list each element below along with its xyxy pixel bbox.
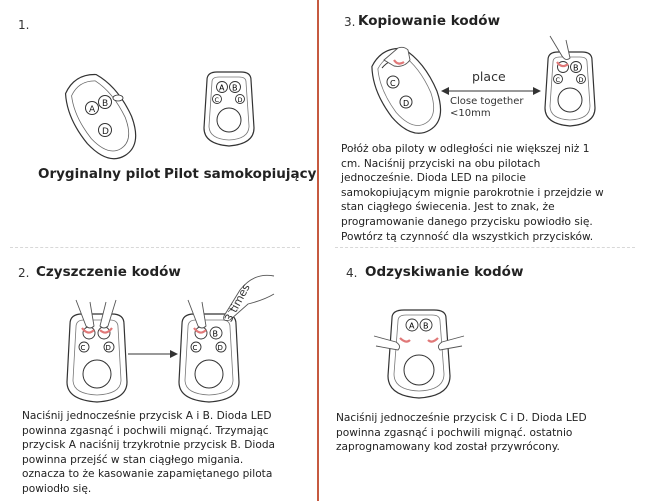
section4-number: 4.	[346, 266, 358, 280]
original-remote-label: Oryginalny pilot	[38, 166, 161, 182]
copy-remote-image: A B C D	[203, 71, 255, 147]
svg-text:B: B	[573, 64, 579, 73]
original-remote-image: A B D	[64, 73, 137, 160]
vertical-divider	[317, 0, 319, 501]
horizontal-divider-left	[10, 247, 300, 248]
section3-text-line: stan ciągłego świecenia. Jest to znak, ż…	[341, 201, 555, 214]
section2-title: Czyszczenie kodów	[36, 264, 181, 280]
copy-remote-label: Pilot samokopiujący	[164, 166, 317, 182]
svg-text:D: D	[403, 99, 409, 108]
section3-text-line: samokopiującym mignie parokrotnie i prze…	[341, 186, 604, 199]
section2-text-line: oznacza to że kasowanie zapamiętanego pi…	[22, 468, 273, 481]
svg-text:C: C	[81, 344, 86, 352]
section3-text-line: Połóż oba piloty w odległości nie większ…	[341, 143, 590, 155]
section3-text-line: jednocześnie. Dioda LED na pilocie	[341, 172, 526, 185]
svg-text:B: B	[213, 330, 219, 339]
distance-label-line1: Close together	[450, 96, 524, 107]
svg-text:C: C	[390, 79, 396, 88]
horizontal-divider-right	[335, 247, 635, 248]
svg-text:C: C	[215, 96, 220, 104]
section4-text-line: powinna zgasnąć i pochwili mignąć. ostat…	[336, 426, 573, 439]
section3-text-line: cm. Naciśnij przyciski na obu pilotach	[341, 157, 541, 170]
section2-text: Naciśnij jednocześnie przycisk A i B. Di…	[22, 409, 312, 497]
section2-remote-press: C D	[66, 299, 128, 403]
svg-text:A: A	[219, 84, 225, 93]
section4-text-line: zaprognamowany kod został przywrócony.	[336, 441, 560, 454]
section1-number: 1.	[18, 18, 30, 32]
svg-text:A: A	[409, 322, 415, 331]
place-arrow	[441, 87, 541, 95]
section2-finger-icon	[223, 274, 275, 321]
svg-text:D: D	[579, 76, 584, 84]
section2-text-line: powiodło się.	[22, 482, 92, 495]
section2-text-line: powinna przejść w stan ciągłego migania.	[22, 453, 244, 466]
section2-text-line: Naciśnij jednocześnie przycisk A i B. Di…	[22, 410, 272, 422]
section2-remote-3times: B C D	[178, 299, 240, 403]
section3-text: Połóż oba piloty w odległości nie większ…	[341, 142, 621, 244]
section4-text: Naciśnij jednocześnie przycisk C i D. Di…	[336, 411, 636, 455]
section4-title: Odzyskiwanie kodów	[365, 264, 524, 280]
section2-text-line: powinna zgasnąć i pochwili mignąć. Trzym…	[22, 424, 269, 437]
section4-text-line: Naciśnij jednocześnie przycisk C i D. Di…	[336, 412, 587, 424]
svg-text:B: B	[232, 84, 238, 93]
svg-text:D: D	[218, 344, 223, 352]
svg-text:B: B	[423, 322, 429, 331]
svg-text:C: C	[556, 76, 561, 84]
place-label: place	[472, 69, 506, 84]
svg-text:A: A	[89, 105, 96, 115]
section3-copy-remote: B C D	[544, 35, 596, 127]
section3-text-line: Powtórz tą czynność dla wszystkich przyc…	[341, 230, 594, 243]
section3-original-remote: C D	[371, 46, 442, 134]
distance-label-line2: <10mm	[450, 108, 491, 119]
section2-text-line: przycisk A naciśnij trzykrotnie przycisk…	[22, 439, 276, 452]
svg-text:D: D	[106, 344, 111, 352]
svg-text:C: C	[193, 344, 198, 352]
section3-title: Kopiowanie kodów	[358, 13, 501, 29]
section4-remote-press: A B	[373, 309, 465, 399]
section2-arrow	[128, 350, 178, 358]
svg-text:B: B	[102, 99, 108, 109]
section2-number: 2.	[18, 266, 30, 280]
svg-text:D: D	[102, 127, 109, 137]
svg-text:D: D	[238, 96, 243, 104]
section3-number: 3.	[344, 15, 356, 29]
section3-text-line: programowanie danego przycisku powiodło …	[341, 215, 593, 228]
